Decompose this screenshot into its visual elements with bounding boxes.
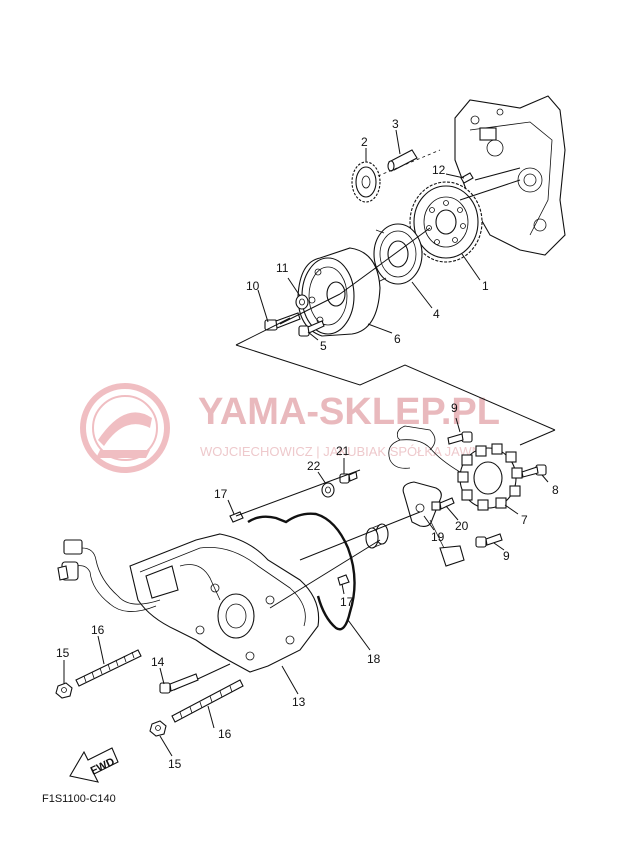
callout-16-left: 16 — [91, 623, 105, 637]
part-2-idler-gear — [351, 161, 381, 203]
callout-15-upper: 15 — [56, 646, 70, 660]
part-13-generator-cover — [129, 533, 320, 673]
part-15-nut-b — [149, 720, 167, 737]
callout-20: 20 — [455, 519, 469, 533]
part-6-rotor — [297, 247, 381, 337]
callout-4: 4 — [433, 307, 440, 321]
part-8-bolt — [521, 464, 547, 478]
part-12-pin — [460, 172, 474, 184]
part-21-bolt — [339, 471, 358, 484]
callout-17-lower: 17 — [340, 595, 354, 609]
watermark: YAMA-SKLEP.PL WOJCIECHOWICZ | JAKUBIAK S… — [80, 383, 500, 473]
callout-1: 1 — [482, 279, 489, 293]
part-20-screw — [431, 497, 455, 511]
diagram-code: F1S1100-C140 — [42, 793, 116, 805]
callout-6: 6 — [394, 332, 401, 346]
part-3-shaft — [387, 149, 418, 172]
callout-9-upper: 9 — [451, 401, 458, 415]
part-9-bolt-b — [475, 533, 503, 548]
part-5-bolt — [298, 320, 325, 337]
callout-5: 5 — [320, 339, 327, 353]
callout-11: 11 — [276, 261, 289, 275]
callout-2: 2 — [361, 135, 368, 149]
callout-12: 12 — [432, 163, 446, 177]
callout-3: 3 — [392, 117, 399, 131]
callouts: 2 3 12 1 4 6 5 10 11 9 21 22 8 7 20 19 9… — [56, 117, 559, 771]
callout-10: 10 — [246, 279, 260, 293]
part-18-gasket — [247, 512, 356, 631]
callout-14: 14 — [151, 655, 165, 669]
callout-8: 8 — [552, 483, 559, 497]
part-4-one-way-clutch — [373, 223, 423, 285]
callout-7: 7 — [521, 513, 528, 527]
callout-16-right: 16 — [218, 727, 232, 741]
part-22-washer — [321, 482, 335, 498]
callout-15-lower: 15 — [168, 757, 182, 771]
part-15-nut-a — [55, 682, 73, 699]
callout-19: 19 — [431, 530, 445, 544]
leader-lines — [63, 129, 549, 757]
part-11-washer — [295, 294, 309, 310]
part-1-starter-gear — [409, 181, 483, 263]
callout-9-lower: 9 — [503, 549, 510, 563]
part-17-dowel-pin-b — [337, 574, 350, 586]
part-16-stud-a — [75, 649, 142, 687]
part-14-bolt — [159, 673, 199, 694]
callout-13: 13 — [292, 695, 306, 709]
watermark-logo — [80, 383, 170, 473]
oil-seal — [365, 523, 389, 549]
callout-18: 18 — [367, 652, 381, 666]
callout-17-upper: 17 — [214, 487, 228, 501]
callout-21: 21 — [336, 444, 350, 458]
callout-22: 22 — [307, 459, 321, 473]
part-16-stud-b — [171, 679, 244, 723]
part-17-dowel-pin-a — [229, 511, 244, 523]
fwd-arrow-icon: FWD — [69, 747, 119, 783]
wiring-harness — [57, 539, 161, 612]
watermark-subtitle: WOJCIECHOWICZ | JAKUBIAK SPÓŁKA JAWNA — [200, 444, 490, 459]
part-9-bolt-a — [447, 431, 473, 445]
watermark-title: YAMA-SKLEP.PL — [198, 391, 500, 433]
part-7-stator — [457, 443, 523, 511]
